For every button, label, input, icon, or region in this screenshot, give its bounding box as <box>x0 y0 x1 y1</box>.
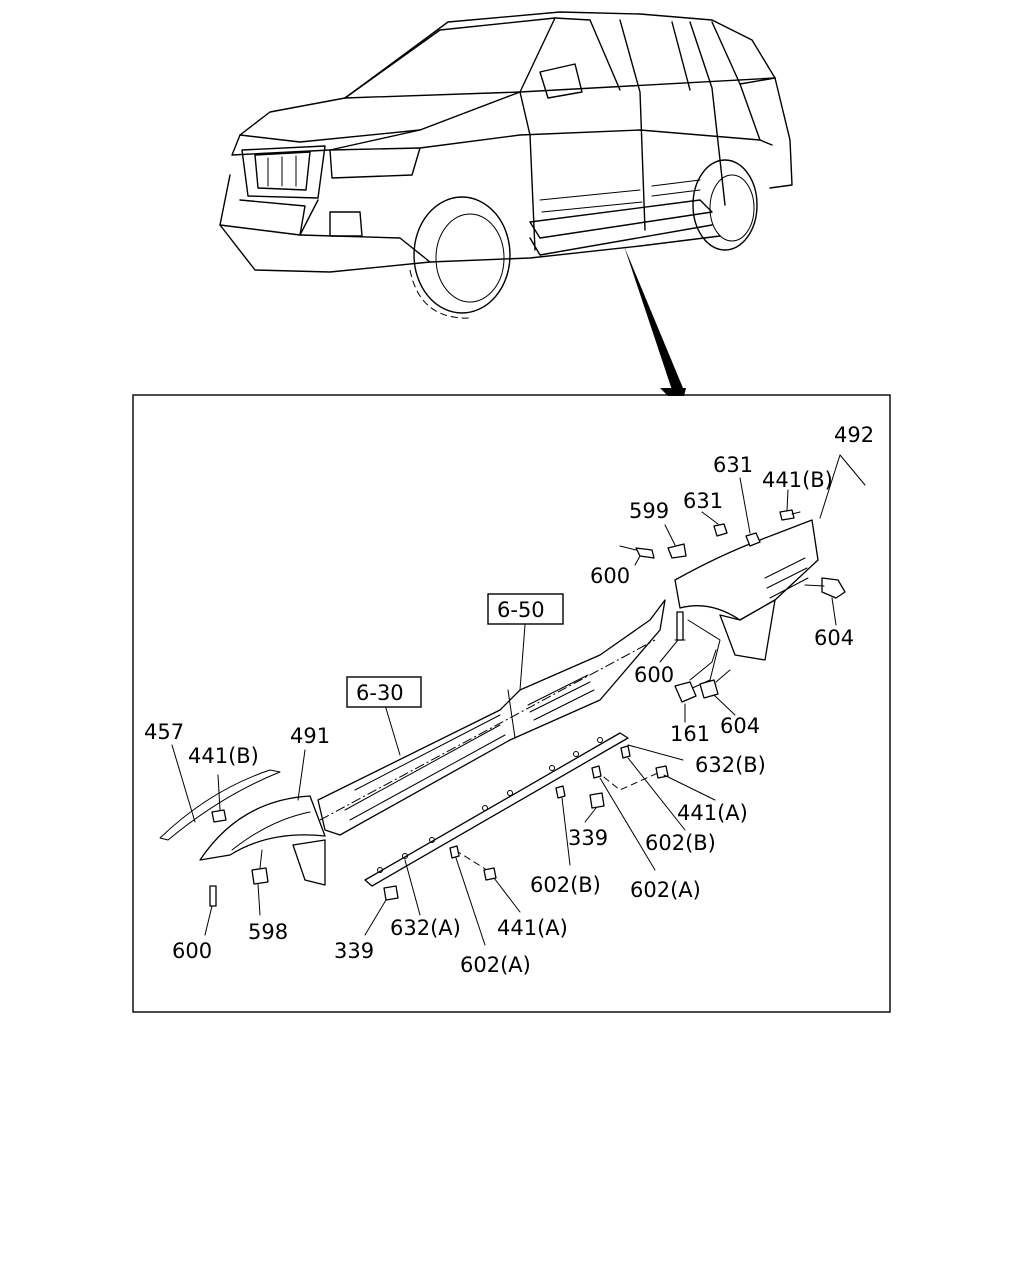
label-6-50: 6-50 <box>497 598 545 622</box>
clip-599 <box>667 543 687 559</box>
ref-box-6-50 <box>487 593 564 625</box>
label-598: 598 <box>248 920 288 944</box>
label-339-mid: 339 <box>568 826 608 850</box>
bolt-598 <box>251 849 269 885</box>
label-604-low: 604 <box>720 714 760 738</box>
label-457: 457 <box>144 720 184 744</box>
label-600-left: 600 <box>172 939 212 963</box>
label-602a-low: 602(A) <box>460 953 531 977</box>
label-632b: 632(B) <box>695 753 766 777</box>
screw-339-mid <box>589 792 605 809</box>
label-599: 599 <box>629 499 669 523</box>
bolt-604-right <box>804 577 846 599</box>
label-441a-low: 441(A) <box>497 916 568 940</box>
rear-fender-flare <box>674 519 819 691</box>
vehicle-illustration <box>219 11 793 390</box>
label-602a-right: 602(A) <box>630 878 701 902</box>
label-602b-right: 602(B) <box>645 831 716 855</box>
label-602b-mid: 602(B) <box>530 873 601 897</box>
bolt-161 <box>674 649 717 703</box>
clip-441b-top <box>779 509 801 521</box>
part-labels: 492 631 441(B) 599 631 600 604 6-50 600 … <box>144 423 874 977</box>
leader-lines <box>171 454 866 946</box>
label-6-30: 6-30 <box>356 681 404 705</box>
label-604-right: 604 <box>814 626 854 650</box>
label-441b-left: 441(B) <box>188 744 259 768</box>
screw-600-top <box>619 545 655 559</box>
ref-box-6-30 <box>346 676 422 708</box>
side-sill-panel <box>317 599 666 836</box>
clip-441b-left <box>211 809 227 823</box>
label-161: 161 <box>670 722 710 746</box>
nut-631-b <box>713 523 728 537</box>
fasteners <box>209 509 846 907</box>
front-fender-flare <box>159 769 326 886</box>
rail-holes <box>377 737 603 873</box>
label-631-b: 631 <box>683 489 723 513</box>
label-441b-top: 441(B) <box>762 468 833 492</box>
label-492: 492 <box>834 423 874 447</box>
nut-631-a <box>745 532 761 547</box>
label-631-a: 631 <box>713 453 753 477</box>
clip-602-set <box>449 745 631 859</box>
bolt-604-low <box>699 669 731 699</box>
label-632a: 632(A) <box>390 916 461 940</box>
label-491: 491 <box>290 724 330 748</box>
label-441a-right: 441(A) <box>677 801 748 825</box>
screw-600-mid <box>674 611 686 641</box>
label-339-low: 339 <box>334 939 374 963</box>
screw-600-left <box>209 885 217 907</box>
screw-339-low <box>383 885 399 901</box>
label-600-mid: 600 <box>634 663 674 687</box>
lower-rail-strip <box>364 732 661 887</box>
clip-441a-low <box>483 867 497 881</box>
label-600-top: 600 <box>590 564 630 588</box>
